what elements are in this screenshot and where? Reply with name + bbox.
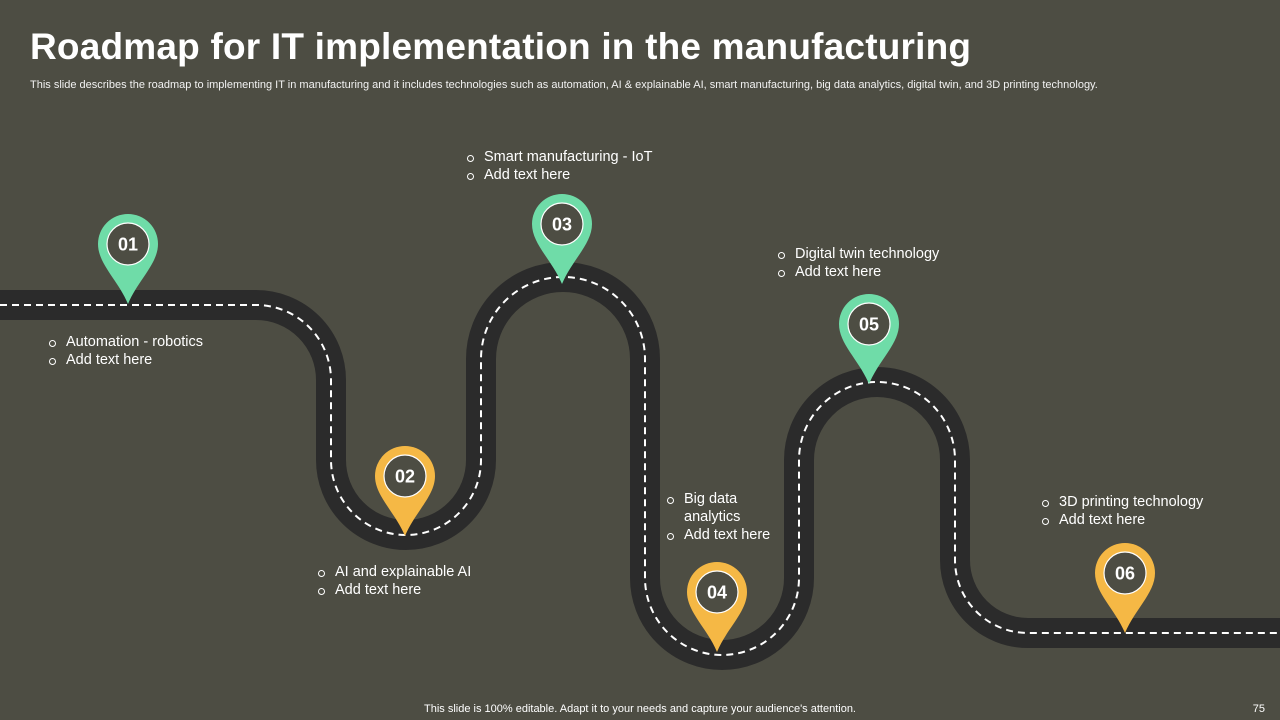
bullet-item: Smart manufacturing - IoT	[466, 148, 652, 166]
bullet-item: Automation - robotics	[48, 333, 203, 351]
milestone-03-text: Smart manufacturing - IoT Add text here	[466, 148, 652, 184]
milestone-05-text: Digital twin technology Add text here	[777, 245, 939, 281]
milestone-number: 04	[707, 583, 727, 603]
milestone-01-text: Automation - robotics Add text here	[48, 333, 203, 369]
bullet-item: Add text here	[666, 526, 791, 544]
bullet-item: Add text here	[466, 166, 652, 184]
slide-footer: This slide is 100% editable. Adapt it to…	[0, 703, 1280, 715]
milestone-number: 03	[552, 215, 572, 235]
milestone-number: 05	[859, 315, 879, 335]
bullet-item: Add text here	[48, 351, 203, 369]
bullet-item: Add text here	[1041, 511, 1203, 529]
milestone-number: 06	[1115, 564, 1135, 584]
bullet-item: Add text here	[777, 263, 939, 281]
milestone-number: 01	[118, 235, 138, 255]
bullet-item: AI and explainable AI	[317, 563, 471, 581]
milestone-04-text: Big data analytics Add text here	[666, 490, 791, 544]
bullet-item: 3D printing technology	[1041, 493, 1203, 511]
milestone-06-text: 3D printing technology Add text here	[1041, 493, 1203, 529]
milestone-02-text: AI and explainable AI Add text here	[317, 563, 471, 599]
bullet-item: Big data analytics	[666, 490, 791, 526]
page-number: 75	[1253, 703, 1265, 715]
bullet-item: Add text here	[317, 581, 471, 599]
milestone-number: 02	[395, 467, 415, 487]
bullet-item: Digital twin technology	[777, 245, 939, 263]
